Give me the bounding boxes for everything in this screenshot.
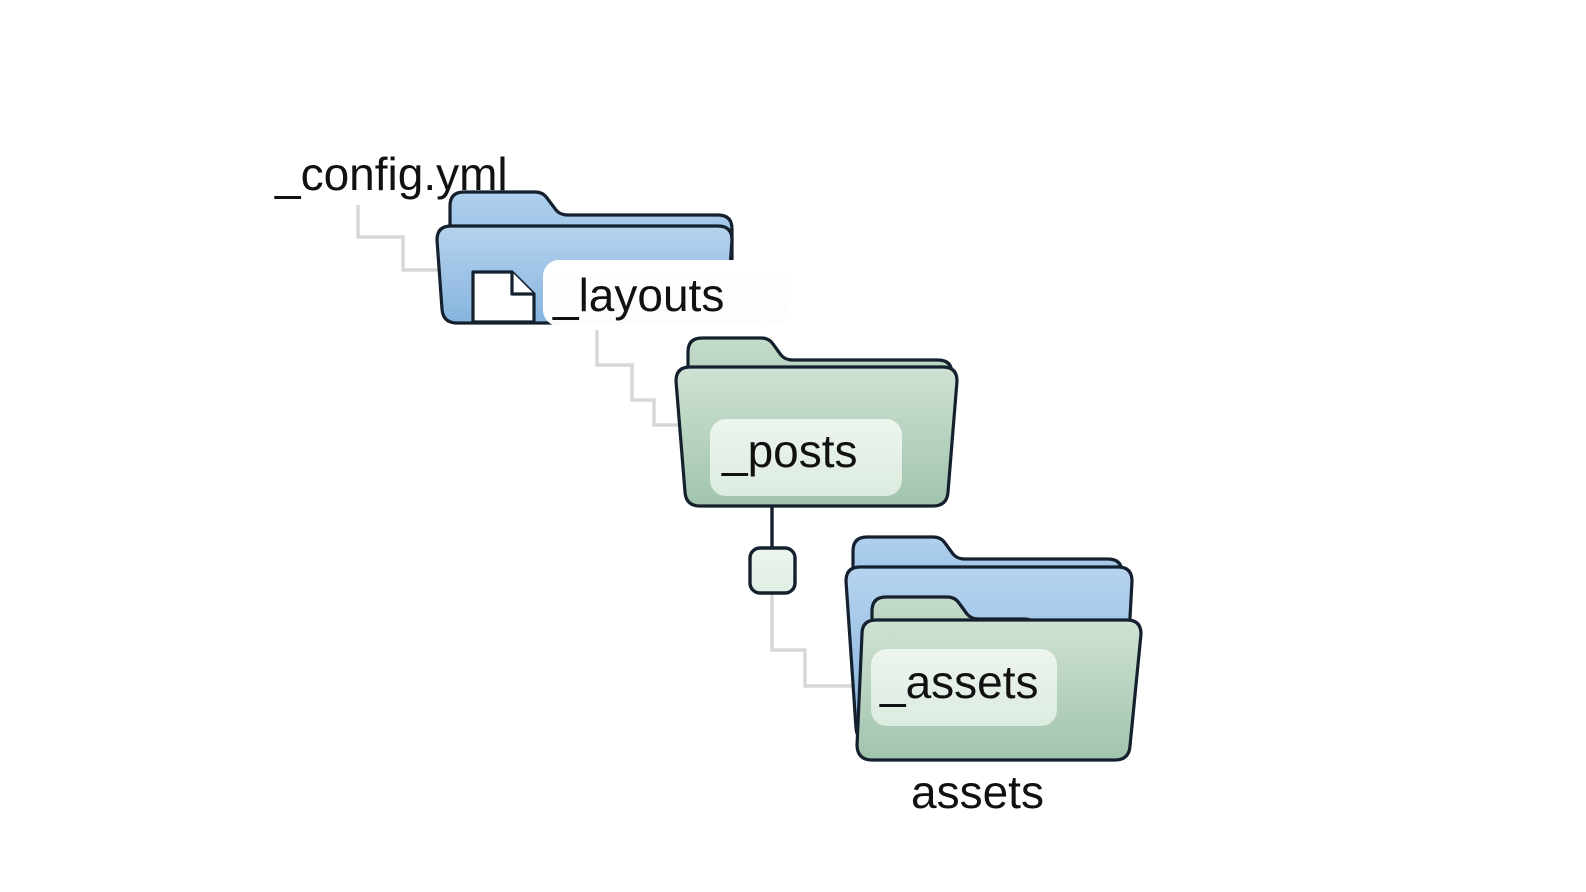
assets-label-plate [871, 649, 1057, 726]
layouts-label-plate [543, 260, 788, 326]
caption-assets: assets [911, 766, 1044, 818]
posts-label-plate [710, 419, 902, 496]
posts-label: _posts [721, 425, 858, 477]
edge-junction-to-assets [770, 592, 880, 688]
layouts-label: _layouts [552, 269, 724, 321]
node-assets[interactable]: _assets [844, 535, 1143, 762]
node-layouts[interactable]: _layouts [435, 190, 788, 326]
node-junction-box[interactable] [748, 546, 797, 595]
node-config[interactable]: _config.yml [274, 148, 508, 200]
assets-caption-text: assets [911, 766, 1044, 818]
junction-box-icon [748, 546, 797, 595]
edge-layouts-to-posts [595, 330, 690, 427]
assets-label: _assets [879, 656, 1039, 708]
node-posts[interactable]: _posts [674, 336, 959, 508]
config-label: _config.yml [274, 148, 508, 200]
document-icon [471, 270, 536, 324]
